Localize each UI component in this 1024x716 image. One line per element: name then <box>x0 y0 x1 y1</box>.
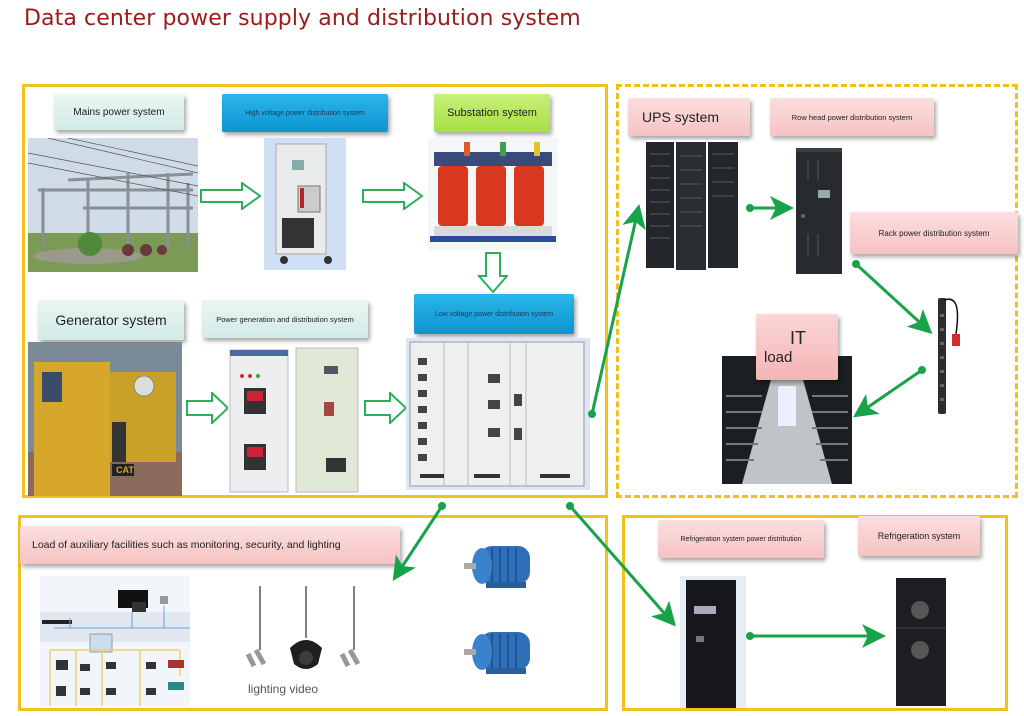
hollow-arrow-right-icon <box>362 182 424 210</box>
substation-towers-photo <box>28 138 198 272</box>
row-pdu-cabinet-photo <box>794 146 846 276</box>
light-fixture-icon <box>338 586 368 670</box>
rack-pdu-strip-photo <box>934 294 970 418</box>
substation-label: Substation system <box>434 94 550 132</box>
power-generation-label: Power generation and distribution system <box>202 300 368 338</box>
dome-camera-icon <box>286 586 326 676</box>
rack-pdu-label: Rack power distribution system <box>850 212 1018 254</box>
it-load-label-line2: load <box>764 349 793 366</box>
it-load-label-line1: IT <box>790 328 806 348</box>
electric-motor-icon <box>462 624 542 680</box>
hollow-arrow-right-icon <box>186 392 230 424</box>
mains-power-label: Mains power system <box>54 94 184 130</box>
high-voltage-label: High voltage power distribution system <box>222 94 388 132</box>
refrigeration-system-label: Refrigeration system <box>858 516 980 556</box>
electric-motor-icon <box>462 538 542 594</box>
generator-label: Generator system <box>38 300 184 340</box>
transformer-photo <box>428 138 558 250</box>
row-head-label: Row head power distribution system <box>770 98 934 136</box>
svg-text:CAT: CAT <box>116 465 134 475</box>
precision-ac-unit-photo <box>894 576 950 708</box>
power-generation-label-text: Power generation and distribution system <box>216 314 354 324</box>
rack-pdu-label-text: Rack power distribution system <box>878 228 990 238</box>
generator-switchgear-photo <box>228 346 362 494</box>
ups-rack-photo <box>644 140 740 272</box>
hollow-arrow-right-icon <box>200 182 262 210</box>
generator-label-text: Generator system <box>55 312 167 328</box>
it-load-label: IT load <box>756 314 838 380</box>
ups-label-text: UPS system <box>642 109 720 125</box>
refrigeration-system-label-text: Refrigeration system <box>877 531 961 541</box>
hollow-arrow-right-icon <box>364 392 408 424</box>
lv-switchboard-photo <box>406 338 590 490</box>
low-voltage-label-text: Low voltage power distribution system <box>434 310 554 318</box>
lighting-video-caption: lighting video <box>248 682 319 696</box>
refrigeration-pdu-label-text: Refrigeration system power distribution <box>680 535 802 543</box>
low-voltage-label: Low voltage power distribution system <box>414 294 574 334</box>
substation-label-text: Substation system <box>447 107 537 119</box>
auxiliary-load-label: Load of auxiliary facilities such as mon… <box>20 526 400 564</box>
light-fixture-icon <box>244 586 274 670</box>
refrigeration-pdu-cabinet-photo <box>680 576 746 708</box>
mains-power-label-text: Mains power system <box>73 106 165 118</box>
hollow-arrow-down-icon <box>478 252 508 294</box>
ups-label: UPS system <box>628 98 750 136</box>
page-title: Data center power supply and distributio… <box>24 6 581 31</box>
hv-switchgear-photo <box>264 138 346 270</box>
auxiliary-load-label-text: Load of auxiliary facilities such as mon… <box>32 539 341 551</box>
high-voltage-label-text: High voltage power distribution system <box>245 109 365 117</box>
row-head-label-text: Row head power distribution system <box>791 112 913 122</box>
monitoring-network-diagram <box>40 576 190 706</box>
refrigeration-pdu-label: Refrigeration system power distribution <box>658 520 824 558</box>
generator-photo: CAT <box>28 342 182 496</box>
